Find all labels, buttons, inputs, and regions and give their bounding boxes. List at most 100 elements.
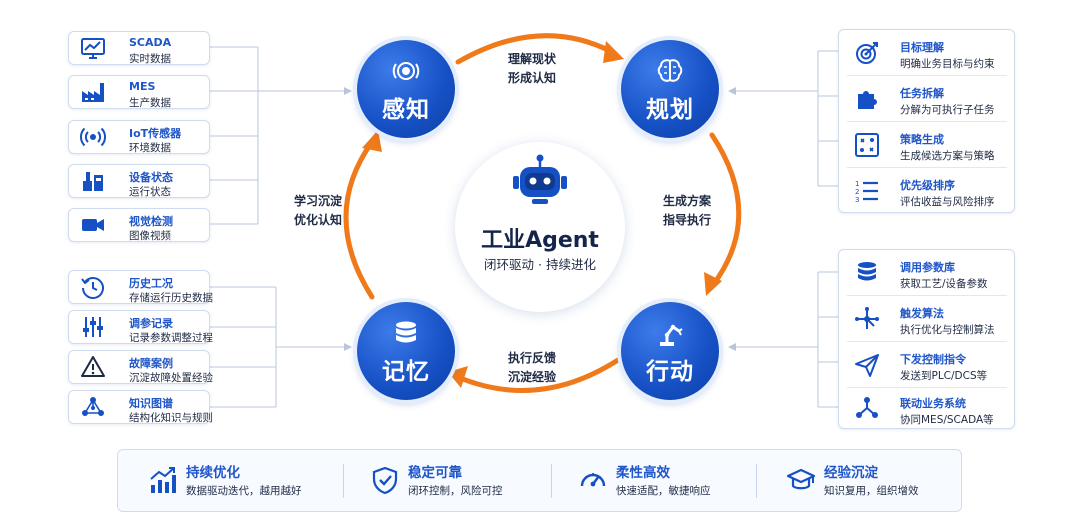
plan-desc: 评估收益与风险排序 bbox=[900, 196, 995, 208]
benefit-title: 稳定可靠 bbox=[408, 465, 462, 481]
benefit-desc: 快速适配，敏捷响应 bbox=[616, 485, 711, 497]
stage-label: 行动 bbox=[646, 359, 694, 385]
transition-line: 优化认知 bbox=[294, 213, 343, 227]
transition-right: 生成方案 指导执行 bbox=[663, 192, 711, 230]
plan-items-panel: 目标理解 明确业务目标与约束 任务拆解 分解为可执行子任务 策略生成 生成候选方… bbox=[838, 29, 1015, 213]
arrowhead-perceive bbox=[362, 130, 382, 152]
plan-item-priority[interactable]: 1 2 3 优先级排序 评估收益与风险排序 bbox=[839, 168, 1014, 213]
plan-item-decompose[interactable]: 任务拆解 分解为可执行子任务 bbox=[839, 76, 1014, 121]
input-card-mes[interactable]: MES 生产数据 bbox=[68, 75, 210, 109]
memory-card-knowledge[interactable]: 知识图谱 结构化知识与规则 bbox=[68, 390, 213, 424]
benefit-stable-reliable[interactable]: 稳定可靠 闭环控制，风险可控 bbox=[370, 450, 560, 511]
network-icon bbox=[856, 397, 878, 418]
stage-act[interactable]: 行动 bbox=[621, 302, 719, 400]
bar-trend-icon bbox=[150, 467, 176, 493]
plan-title: 优先级排序 bbox=[900, 179, 955, 192]
input-card-iot[interactable]: IoT传感器 环境数据 bbox=[68, 120, 210, 154]
benefit-title: 持续优化 bbox=[186, 465, 240, 481]
memory-card-fault[interactable]: 故障案例 沉淀故障处置经验 bbox=[68, 350, 213, 384]
input-title: 视觉检测 bbox=[129, 215, 173, 228]
plan-desc: 明确业务目标与约束 bbox=[900, 58, 995, 70]
plan-title: 任务拆解 bbox=[900, 87, 944, 100]
factory-icon bbox=[82, 83, 104, 102]
stage-memory[interactable]: 记忆 bbox=[357, 302, 455, 400]
arrowhead-act bbox=[704, 272, 722, 296]
algorithm-icon bbox=[855, 306, 879, 329]
memory-title: 知识图谱 bbox=[129, 397, 173, 410]
robot-icon bbox=[513, 154, 567, 204]
act-item-params[interactable]: 调用参数库 获取工艺/设备参数 bbox=[839, 250, 1014, 295]
svg-text:1: 1 bbox=[855, 180, 859, 188]
memory-title: 调参记录 bbox=[129, 317, 173, 330]
input-card-vision[interactable]: 视觉检测 图像视频 bbox=[68, 208, 210, 242]
graduation-cap-icon bbox=[786, 468, 816, 490]
divider bbox=[847, 341, 1007, 342]
memory-card-history[interactable]: 历史工况 存储运行历史数据 bbox=[68, 270, 213, 304]
input-card-scada[interactable]: SCADA 实时数据 bbox=[68, 31, 210, 65]
divider bbox=[847, 167, 1007, 168]
memory-desc: 存储运行历史数据 bbox=[129, 292, 213, 304]
memory-card-tuning[interactable]: 调参记录 记录参数调整过程 bbox=[68, 310, 213, 344]
act-item-systems[interactable]: 联动业务系统 协同MES/SCADA等 bbox=[839, 386, 1014, 430]
sensor-signal-icon bbox=[80, 127, 106, 147]
sliders-icon bbox=[83, 317, 103, 337]
transition-line: 生成方案 bbox=[663, 194, 712, 208]
robot-arm-icon bbox=[660, 324, 683, 346]
database-icon bbox=[858, 261, 876, 280]
act-title: 调用参数库 bbox=[900, 261, 955, 274]
memory-title: 历史工况 bbox=[129, 277, 173, 290]
act-items-panel: 调用参数库 获取工艺/设备参数 触发算法 执行优化与控制算法 下发控制指令 发送… bbox=[838, 249, 1015, 429]
plan-item-strategy[interactable]: 策略生成 生成候选方案与策略 bbox=[839, 122, 1014, 167]
input-desc: 环境数据 bbox=[129, 142, 171, 154]
equipment-icon bbox=[83, 172, 103, 191]
arrowhead-memory bbox=[448, 366, 468, 388]
graph-icon bbox=[82, 397, 104, 416]
plan-title: 策略生成 bbox=[900, 133, 944, 146]
sensor-radar-icon bbox=[392, 62, 420, 80]
benefit-desc: 知识复用，组织增效 bbox=[824, 485, 919, 497]
arrow-plan-to-act bbox=[709, 132, 742, 288]
plan-desc: 生成候选方案与策略 bbox=[900, 150, 995, 162]
svg-text:2: 2 bbox=[855, 188, 859, 196]
arrow-perceive-to-plan bbox=[455, 33, 615, 65]
act-item-command[interactable]: 下发控制指令 发送到PLC/DCS等 bbox=[839, 342, 1014, 387]
benefit-flexible-efficient[interactable]: 柔性高效 快速适配，敏捷响应 bbox=[578, 450, 768, 511]
brain-icon bbox=[657, 59, 683, 82]
act-item-algorithm[interactable]: 触发算法 执行优化与控制算法 bbox=[839, 296, 1014, 341]
input-desc: 生产数据 bbox=[129, 97, 171, 109]
input-title: SCADA bbox=[129, 36, 172, 49]
benefit-title: 经验沉淀 bbox=[824, 465, 878, 481]
transition-line: 沉淀经验 bbox=[508, 370, 557, 384]
arrow-act-to-memory bbox=[457, 357, 621, 393]
plan-item-goal[interactable]: 目标理解 明确业务目标与约束 bbox=[839, 30, 1014, 75]
svg-text:3: 3 bbox=[855, 196, 859, 204]
act-desc: 执行优化与控制算法 bbox=[900, 324, 995, 336]
hub-title: 工业Agent bbox=[481, 228, 599, 253]
act-title: 联动业务系统 bbox=[900, 397, 966, 410]
input-desc: 运行状态 bbox=[129, 186, 171, 198]
transition-line: 执行反馈 bbox=[508, 351, 557, 365]
stage-perceive[interactable]: 感知 bbox=[357, 40, 455, 138]
benefit-desc: 数据驱动迭代，越用越好 bbox=[186, 485, 302, 497]
transition-line: 指导执行 bbox=[663, 213, 712, 227]
benefit-experience-accumulation[interactable]: 经验沉淀 知识复用，组织增效 bbox=[786, 450, 956, 511]
stage-plan[interactable]: 规划 bbox=[621, 40, 719, 138]
divider bbox=[847, 387, 1007, 388]
input-title: 设备状态 bbox=[129, 171, 173, 184]
agent-hub[interactable]: 工业Agent 闭环驱动 · 持续进化 bbox=[455, 142, 625, 312]
act-title: 触发算法 bbox=[900, 307, 944, 320]
benefit-desc: 闭环控制，风险可控 bbox=[408, 485, 503, 497]
input-card-equipment[interactable]: 设备状态 运行状态 bbox=[68, 164, 210, 198]
target-icon bbox=[856, 41, 878, 64]
hub-subtitle: 闭环驱动 · 持续进化 bbox=[484, 257, 596, 272]
history-icon bbox=[81, 277, 104, 299]
benefit-continuous-optimization[interactable]: 持续优化 数据驱动迭代，越用越好 bbox=[148, 450, 348, 511]
act-desc: 获取工艺/设备参数 bbox=[900, 278, 988, 290]
transition-line: 形成认知 bbox=[508, 71, 557, 85]
puzzle-icon bbox=[858, 90, 877, 109]
memory-desc: 记录参数调整过程 bbox=[129, 332, 213, 344]
warning-icon bbox=[81, 356, 105, 377]
act-desc: 发送到PLC/DCS等 bbox=[900, 370, 988, 382]
input-desc: 实时数据 bbox=[129, 53, 171, 65]
